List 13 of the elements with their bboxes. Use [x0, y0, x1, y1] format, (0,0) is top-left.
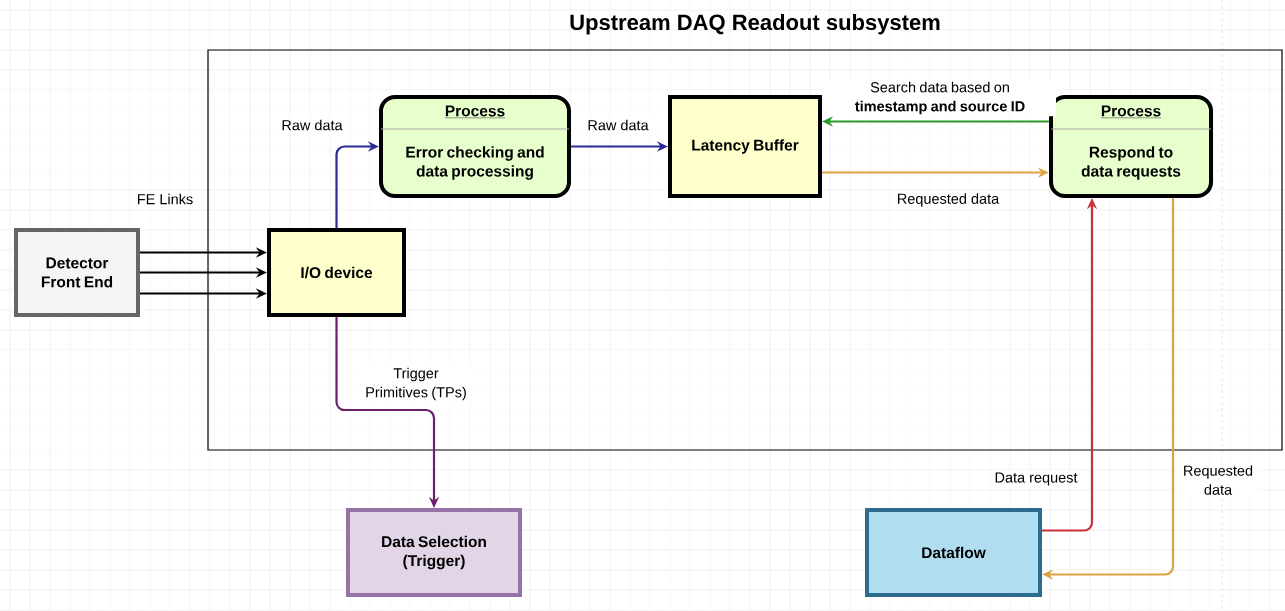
device-box: I/O device: [267, 228, 406, 317]
edge-label: Requested data: [894, 191, 1002, 209]
node-label: Upstream DAQ Readout subsystem: [570, 13, 940, 35]
selection-box: Data Selection (Trigger): [346, 508, 522, 597]
edge-label: Data request: [992, 470, 1080, 488]
edge-label: Requested data: [1177, 463, 1259, 497]
buffer-box: Latency Buffer: [668, 95, 822, 198]
process-box: Process Respond to data requests: [1049, 95, 1213, 198]
edge-label: Search data based on timestamp and source ID: [824, 79, 1056, 117]
process-box: Process Error checking and data processing: [379, 95, 571, 198]
edge-label: Trigger Primitives (TPs): [354, 365, 478, 403]
detector-box: Detector Front End: [14, 228, 140, 317]
dataflow-box: Dataflow: [865, 508, 1042, 597]
